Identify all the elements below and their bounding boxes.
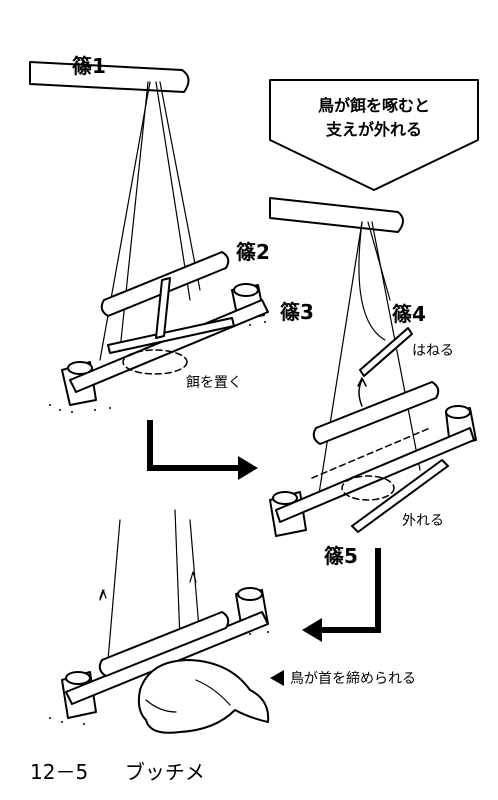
caption-title: ブッチメ — [124, 760, 205, 784]
label-release: 外れる — [402, 513, 444, 529]
label-stick3: 篠3 — [280, 300, 314, 324]
label-strangle: 鳥が首を締められる — [290, 671, 416, 687]
panel-2 — [269, 197, 477, 537]
label-stick5: 篠5 — [324, 544, 358, 568]
panel-1 — [29, 61, 269, 413]
figure-caption: 12－5 ブッチメ — [30, 756, 205, 785]
label-spring: はねる — [412, 343, 454, 359]
strangle-pointer — [270, 670, 284, 686]
callout-text: 鳥が餌を啄むと 支えが外れる — [284, 94, 464, 142]
label-stick4: 篠4 — [392, 302, 426, 326]
upper-bar-3 — [98, 611, 230, 677]
bird-caught — [137, 659, 270, 734]
label-stick1: 篠1 — [72, 54, 106, 78]
support-stick-1 — [155, 277, 171, 339]
stick5-fallen-2 — [351, 459, 449, 533]
stick3-bar-1 — [107, 317, 235, 354]
callout-box — [269, 79, 479, 191]
callout-line-1: 鳥が餌を啄むと — [317, 96, 430, 115]
lower-bar-2 — [275, 427, 475, 523]
caption-number: 12－5 — [30, 760, 89, 784]
flow-arrow-right — [147, 420, 240, 471]
callout-line-2: 支えが外れる — [325, 120, 422, 139]
label-bait: 餌を置く — [186, 375, 242, 391]
panel-3 — [49, 509, 270, 734]
overhead-branch-1 — [29, 61, 190, 93]
upper-bar-2 — [312, 381, 440, 445]
stick4-spring-2 — [359, 327, 413, 377]
flow-arrow-down-left — [320, 548, 381, 633]
label-stick2: 篠2 — [236, 240, 270, 264]
overhead-branch-2 — [269, 197, 404, 233]
